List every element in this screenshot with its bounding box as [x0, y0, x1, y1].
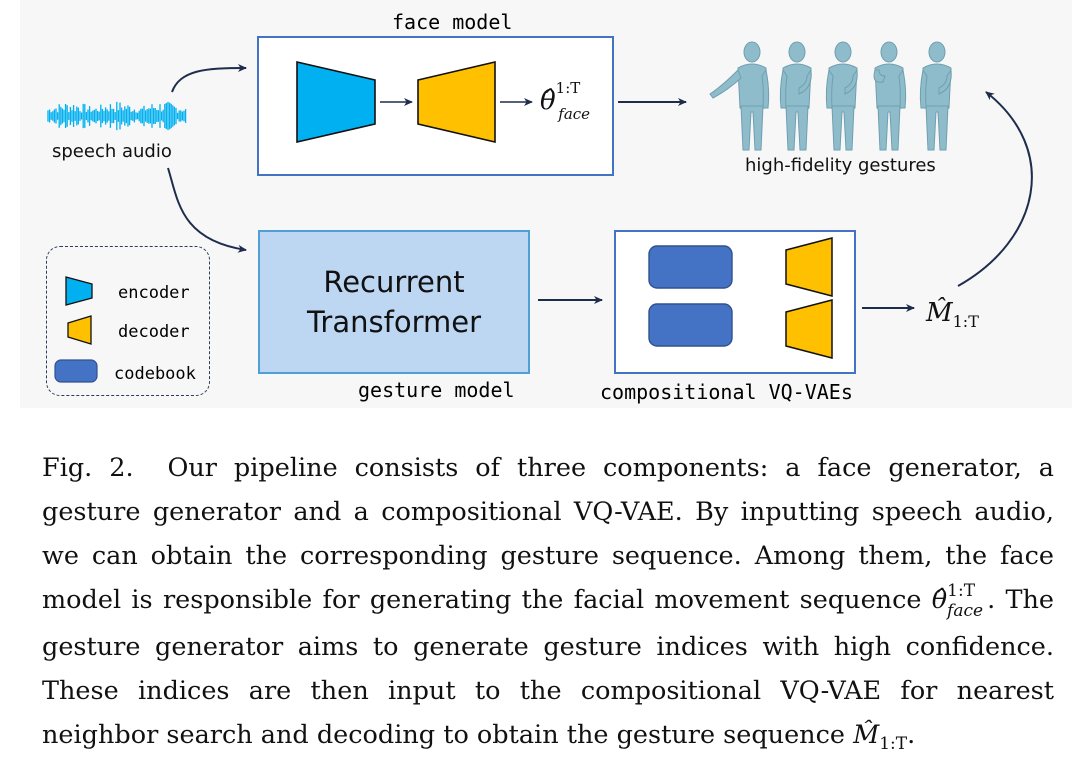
- caption-symbol-theta: θ̂1:Tface: [931, 581, 987, 621]
- motion-output-m: M̂: [926, 298, 953, 328]
- face-output-subscript: face: [558, 105, 591, 123]
- figure-caption: Fig. 2. Our pipeline consists of three c…: [42, 446, 1054, 760]
- vqvae-codebook-2: [648, 303, 733, 347]
- gestures-label: high-fidelity gestures: [745, 155, 936, 176]
- caption-text-part2: . The gesture generator aims to generate…: [42, 585, 1054, 750]
- face-model-title: face model: [392, 10, 513, 34]
- caption-theta-superscript: 1:T: [947, 581, 976, 601]
- caption-theta-subscript: face: [947, 601, 984, 621]
- caption-fig-label: Fig. 2.: [42, 453, 134, 483]
- caption-text-part3: .: [907, 720, 916, 750]
- legend-decoder-label: decoder: [118, 322, 190, 342]
- gesture-figure: [779, 41, 812, 151]
- vqvae-decoder-1: [785, 237, 833, 297]
- face-output-symbol: θ̂1:T face: [540, 79, 612, 123]
- recurrent-transformer-line1: Recurrent: [323, 265, 465, 299]
- caption-symbol-m: M̂1:T: [853, 720, 907, 754]
- caption-text-part1: Our pipeline consists of three component…: [42, 453, 1054, 615]
- gesture-figure: [709, 41, 770, 151]
- caption-theta: θ̂: [931, 585, 948, 615]
- vqvae-codebook-1: [648, 245, 733, 289]
- recurrent-transformer-box: Recurrent Transformer: [258, 230, 530, 374]
- legend-decoder-icon: [67, 315, 92, 345]
- vqvae-label: compositional VQ-VAEs: [600, 380, 853, 404]
- caption-m: M̂: [853, 720, 880, 750]
- motion-output-subscript: 1:T: [952, 312, 979, 331]
- gesture-figure: [873, 41, 907, 151]
- recurrent-transformer-line2: Transformer: [306, 305, 481, 339]
- legend-box: [46, 246, 210, 396]
- gesture-figure: [919, 41, 952, 151]
- legend-codebook-icon: [54, 359, 98, 383]
- caption-m-subscript: 1:T: [879, 734, 908, 754]
- gesture-figure: [825, 41, 858, 151]
- legend-encoder-icon: [65, 276, 93, 306]
- gesture-figures-image: [709, 41, 952, 151]
- legend-encoder-label: encoder: [118, 283, 190, 303]
- face-output-superscript: 1:T: [555, 79, 581, 97]
- speech-audio-label: speech audio: [52, 141, 172, 162]
- legend-codebook-label: codebook: [114, 364, 196, 384]
- arrow-motion-output-to-gestures: [957, 91, 1033, 287]
- motion-output-symbol: M̂1:T: [926, 298, 979, 331]
- face-decoder-shape: [417, 60, 496, 144]
- face-encoder-shape: [296, 60, 376, 144]
- face-output-theta: θ̂: [540, 86, 556, 116]
- gesture-model-label: gesture model: [358, 378, 515, 402]
- speech-waveform-icon: [47, 101, 187, 131]
- arrow-audio-to-face: [171, 64, 247, 93]
- vqvae-decoder-2: [785, 299, 833, 359]
- arrow-audio-to-transformer: [167, 167, 247, 253]
